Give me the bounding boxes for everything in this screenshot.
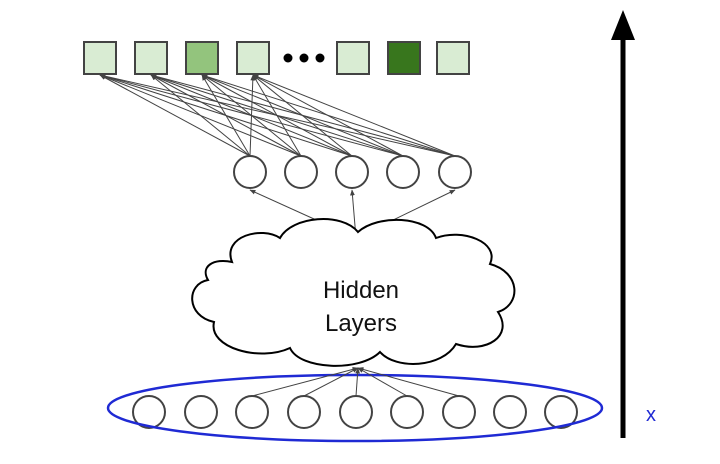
embedding-nodes bbox=[233, 155, 472, 189]
hidden-layers-cloud: Hidden Layers bbox=[191, 218, 516, 367]
input-arrow bbox=[357, 367, 460, 397]
cloud-label-line1: Hidden bbox=[323, 277, 399, 304]
input-to-cloud-arrows bbox=[251, 367, 460, 397]
input-node bbox=[235, 395, 269, 429]
output-box bbox=[236, 41, 270, 75]
cloud-label-line2: Layers bbox=[325, 310, 397, 337]
input-node bbox=[132, 395, 166, 429]
input-node bbox=[442, 395, 476, 429]
output-box bbox=[185, 41, 219, 75]
vertical-arrow bbox=[611, 10, 635, 438]
output-connection bbox=[99, 74, 302, 157]
input-node bbox=[184, 395, 218, 429]
input-label: x bbox=[646, 404, 656, 426]
embedding-node bbox=[386, 155, 420, 189]
output-connection bbox=[99, 74, 251, 157]
input-nodes bbox=[132, 395, 578, 429]
output-box bbox=[336, 41, 370, 75]
output-connection bbox=[201, 74, 456, 157]
output-connection bbox=[99, 73, 456, 157]
embedding-node bbox=[284, 155, 318, 189]
output-connection bbox=[252, 74, 456, 157]
input-arrow bbox=[355, 367, 361, 397]
embedding-node bbox=[335, 155, 369, 189]
input-arrow bbox=[357, 367, 408, 397]
output-connection bbox=[99, 74, 404, 157]
output-connections bbox=[99, 73, 456, 157]
ellipsis-dots bbox=[283, 53, 325, 63]
embedding-node bbox=[438, 155, 472, 189]
input-arrow bbox=[303, 367, 359, 397]
output-connection bbox=[150, 74, 456, 157]
output-connection bbox=[99, 74, 353, 157]
input-arrow bbox=[251, 367, 359, 397]
output-boxes bbox=[83, 41, 470, 75]
output-box bbox=[436, 41, 470, 75]
input-layer-ellipse bbox=[106, 373, 604, 443]
input-node bbox=[390, 395, 424, 429]
input-node bbox=[493, 395, 527, 429]
output-box bbox=[134, 41, 168, 75]
output-box bbox=[387, 41, 421, 75]
input-node bbox=[544, 395, 578, 429]
embedding-node bbox=[233, 155, 267, 189]
input-node bbox=[287, 395, 321, 429]
input-node bbox=[339, 395, 373, 429]
output-box bbox=[83, 41, 117, 75]
